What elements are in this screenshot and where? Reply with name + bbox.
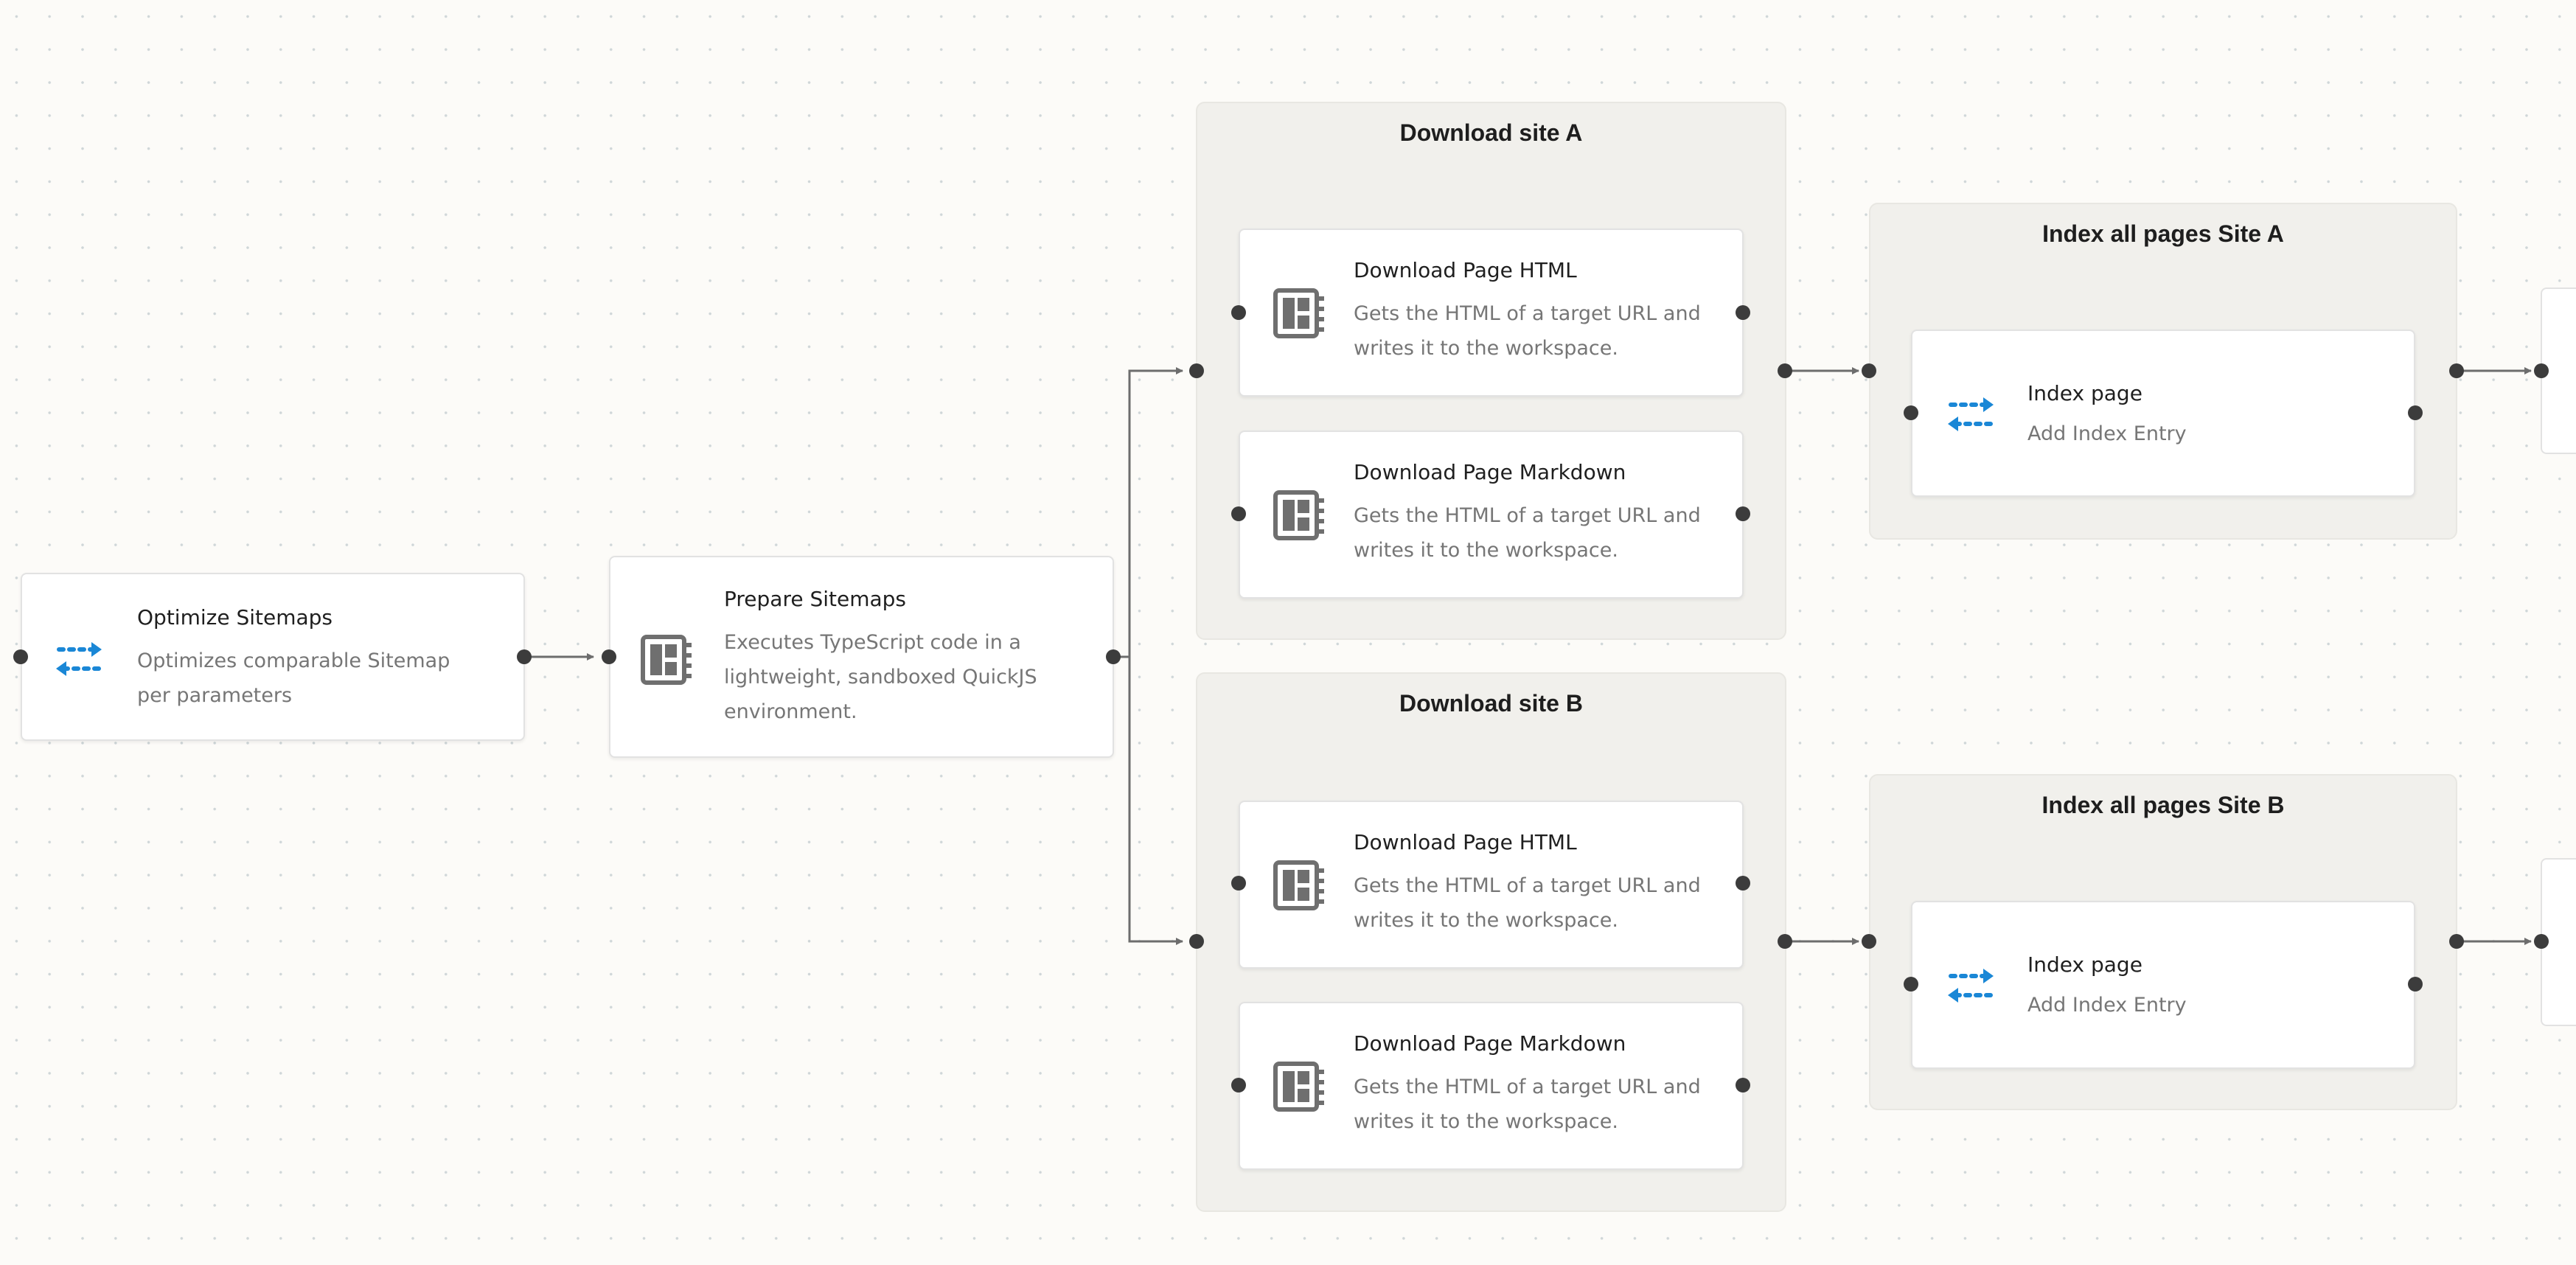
edge-prepare-to-download-a	[1113, 367, 1183, 658]
output-port[interactable]	[2408, 977, 2423, 992]
node-b-download-page-markdown[interactable]: Download Page Markdown Gets the HTML of …	[1239, 1002, 1744, 1170]
node-title: Prepare Sitemaps	[724, 587, 907, 611]
input-port[interactable]	[1189, 363, 1204, 378]
node-a-download-page-html[interactable]: Download Page HTML Gets the HTML of a ta…	[1239, 229, 1744, 397]
node-optimize-sitemaps[interactable]: Optimize Sitemaps Optimizes comparable S…	[21, 573, 525, 741]
transfer-arrows-icon	[1942, 957, 1999, 1014]
output-port[interactable]	[1106, 649, 1121, 664]
group-title: Download site B	[1399, 690, 1583, 717]
node-description: Gets the HTML of a target URL and writes…	[1354, 504, 1701, 562]
output-port[interactable]	[1736, 1078, 1750, 1092]
output-port[interactable]	[2408, 405, 2423, 420]
node-title: Download Page Markdown	[1354, 1031, 1626, 1056]
input-port[interactable]	[1862, 363, 1876, 378]
node-a-index-page[interactable]: Index page Add Index Entry	[1911, 330, 2415, 497]
node-description: Optimizes comparable Sitemap per paramet…	[137, 649, 450, 707]
code-module-icon	[638, 631, 696, 689]
node-b-download-page-html[interactable]: Download Page HTML Gets the HTML of a ta…	[1239, 801, 1744, 969]
node-title: Index page	[2027, 952, 2142, 977]
node-description: Executes TypeScript code in a lightweigh…	[724, 631, 1037, 723]
input-port[interactable]	[1862, 934, 1876, 949]
node-title: Download Page HTML	[1354, 258, 1577, 282]
output-port[interactable]	[1736, 305, 1750, 320]
output-port[interactable]	[1736, 506, 1750, 521]
input-port[interactable]	[13, 649, 28, 664]
code-module-icon	[1271, 1058, 1329, 1115]
output-port[interactable]	[1778, 363, 1792, 378]
group-title: Index all pages Site A	[2042, 220, 2284, 247]
node-title: Download Page Markdown	[1354, 460, 1626, 484]
input-port[interactable]	[1231, 876, 1246, 891]
node-description: Gets the HTML of a target URL and writes…	[1354, 874, 1701, 932]
node-description: Gets the HTML of a target URL and writes…	[1354, 302, 1701, 360]
node-title: Index page	[2027, 381, 2142, 405]
input-port[interactable]	[1189, 934, 1204, 949]
code-module-icon	[1271, 487, 1329, 544]
input-port[interactable]	[602, 649, 616, 664]
input-port[interactable]	[2534, 934, 2549, 949]
output-port[interactable]	[517, 649, 532, 664]
output-port[interactable]	[1778, 934, 1792, 949]
node-description: Add Index Entry	[2027, 994, 2187, 1017]
transfer-arrows-icon	[1942, 386, 1999, 443]
node-b-index-page[interactable]: Index page Add Index Entry	[1911, 901, 2415, 1069]
input-port[interactable]	[1904, 977, 1918, 992]
code-module-icon	[1271, 857, 1329, 914]
input-port[interactable]	[1231, 506, 1246, 521]
node-description: Add Index Entry	[2027, 422, 2187, 445]
node-title: Optimize Sitemaps	[137, 605, 333, 630]
input-port[interactable]	[1231, 1078, 1246, 1092]
code-module-icon	[1271, 285, 1329, 342]
group-title: Download site A	[1399, 119, 1583, 146]
node-title: Download Page HTML	[1354, 830, 1577, 854]
node-description: Gets the HTML of a target URL and writes…	[1354, 1076, 1701, 1133]
node-a-download-page-markdown[interactable]: Download Page Markdown Gets the HTML of …	[1239, 431, 1744, 599]
input-port[interactable]	[1231, 305, 1246, 320]
output-port[interactable]	[1736, 876, 1750, 891]
node-prepare-sitemaps[interactable]: Prepare Sitemaps Executes TypeScript cod…	[609, 556, 1114, 758]
transfer-arrows-icon	[50, 630, 108, 688]
output-port[interactable]	[2449, 363, 2464, 378]
input-port[interactable]	[1904, 405, 1918, 420]
input-port[interactable]	[2534, 363, 2549, 378]
output-port[interactable]	[2449, 934, 2464, 949]
group-title: Index all pages Site B	[2041, 792, 2285, 818]
edge-prepare-to-download-b	[1128, 657, 1183, 945]
